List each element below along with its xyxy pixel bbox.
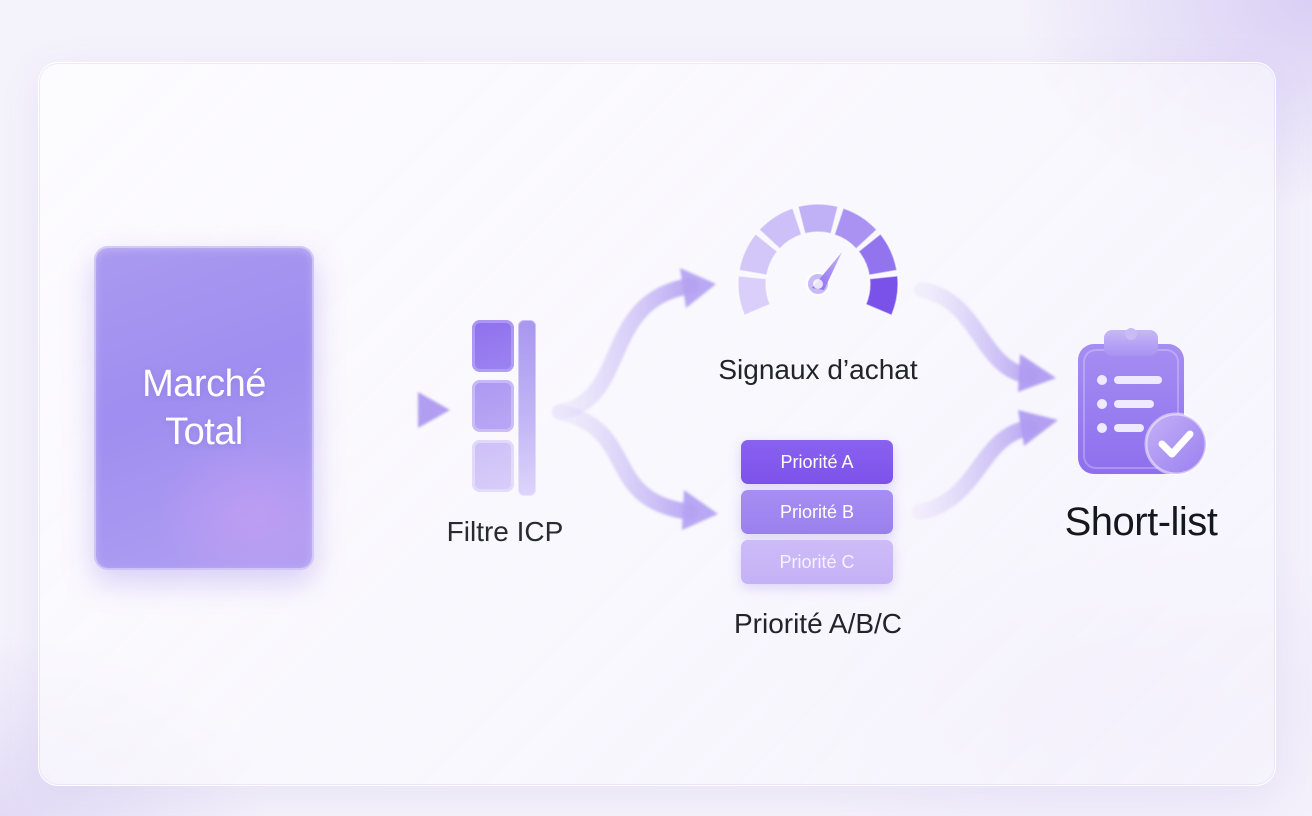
priority-b-badge: Priorité B	[741, 490, 893, 534]
gauge-segments	[737, 203, 899, 317]
arrow-icp-to-priorities	[552, 404, 718, 530]
arrow-market-to-icp	[331, 392, 450, 428]
arrow-icp-to-signals	[552, 268, 716, 420]
gauge-segment	[833, 207, 878, 250]
arrow-signals-to-shortlist	[914, 282, 1056, 392]
gauge-segment	[738, 232, 779, 276]
icp-cell-2	[472, 380, 514, 432]
gauge-segment	[857, 232, 898, 276]
clipboard-check-icon	[1068, 322, 1216, 482]
priority-c-badge: Priorité C	[741, 540, 893, 584]
gauge-segment	[758, 207, 803, 250]
icp-side-bar	[518, 320, 536, 496]
speedometer-icon	[730, 196, 906, 346]
shortlist-label: Short-list	[1064, 500, 1218, 544]
icp-filter-label: Filtre ICP	[446, 516, 564, 547]
gauge-segment	[864, 275, 899, 317]
priority-abc-label: Priorité A/B/C	[733, 608, 903, 639]
gauge-segment	[737, 275, 772, 317]
gauge-segment	[797, 203, 839, 235]
icp-cell-3	[472, 440, 514, 492]
signals-label: Signaux d’achat	[718, 354, 918, 385]
icp-cell-1	[472, 320, 514, 372]
priority-a-badge: Priorité A	[741, 440, 893, 484]
market-total-label: Marché Total	[142, 363, 266, 453]
arrow-priorities-to-shortlist	[912, 410, 1058, 520]
filter-icon	[472, 320, 536, 496]
gauge-needle	[806, 252, 842, 296]
market-total-block: Marché Total	[94, 246, 314, 570]
